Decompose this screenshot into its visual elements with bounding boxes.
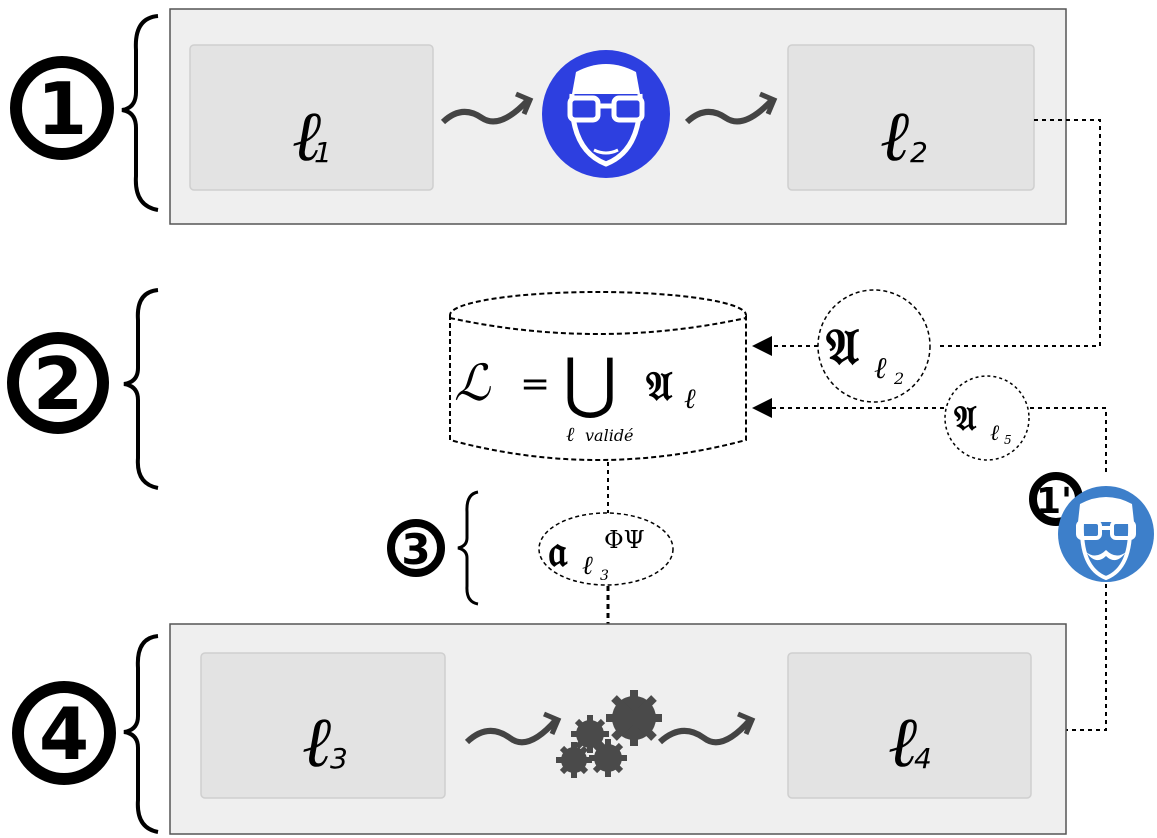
stage-1-left-box: [189, 44, 434, 191]
bubble-a-l5-ell: ℓ: [990, 421, 1000, 446]
l2-subscript: 2: [910, 136, 928, 169]
bubble-a-l2-frak: 𝔄: [826, 317, 860, 376]
database-cylinder: [449, 291, 747, 461]
bubble-a-l2-num: 2: [893, 369, 904, 388]
db-under-text: validé: [585, 426, 634, 445]
l4-symbol: ℓ: [888, 701, 917, 783]
db-under-ell: ℓ: [566, 422, 575, 446]
db-formula-frak: 𝔄: [646, 363, 673, 410]
squiggle-arrow-4: [657, 718, 753, 746]
bubble-a-l3-ell: ℓ: [582, 551, 593, 581]
bubble-a-l5-num: 5: [1004, 433, 1012, 447]
operator-1prime-marker: 1': [1029, 472, 1083, 526]
stage-4-right-box: [787, 652, 1032, 799]
db-formula-equals: =: [520, 364, 550, 405]
step-2-brace: [123, 288, 159, 490]
bubble-a-l3-num: 3: [600, 568, 609, 584]
step-4-marker: 4: [12, 681, 116, 785]
l3-subscript: 3: [330, 742, 348, 775]
bubble-a-l3: 𝔞 ℓ 3 ΦΨ: [538, 512, 674, 586]
db-formula-lhs: ℒ: [454, 354, 491, 412]
l2-symbol: ℓ: [880, 95, 909, 177]
step-1-label: 1: [37, 67, 87, 151]
db-formula-union: ⋃: [563, 344, 617, 421]
connector-l5-top: [1030, 407, 1107, 474]
stage-1-right-box: [787, 44, 1035, 191]
bubble-a-l5: 𝔄 ℓ 5: [944, 375, 1030, 461]
step-4-label: 4: [39, 692, 89, 776]
l1-subscript: 1: [314, 136, 332, 169]
step-2-marker: 2: [7, 332, 109, 434]
step-2-label: 2: [33, 342, 83, 426]
connector-l2-to-db: [936, 119, 1101, 347]
stage-4-left-box: [200, 652, 446, 799]
gears-icon: [556, 690, 662, 778]
step-4-brace: [123, 634, 159, 834]
squiggle-arrow-2: [684, 97, 775, 125]
mustache-goggles-person-icon: [1058, 486, 1154, 582]
step-3-brace: [457, 490, 479, 606]
l4-subscript: 4: [914, 742, 932, 775]
bubble-a-l3-sup: ΦΨ: [604, 526, 645, 554]
bubble-a-l3-frak: 𝔞: [548, 526, 568, 577]
step-3-marker: 3: [387, 519, 445, 577]
bubble-a-l2-ell: ℓ: [874, 351, 887, 386]
step-1-marker: 1: [10, 56, 114, 160]
step-1-brace: [121, 14, 159, 212]
l3-symbol: ℓ: [302, 701, 331, 783]
l1-symbol: ℓ: [292, 95, 321, 177]
step-3-label: 3: [401, 525, 430, 574]
bubble-a-l5-frak: 𝔄: [954, 399, 977, 439]
squiggle-arrow-3: [464, 718, 559, 746]
db-formula-frak-sub: ℓ: [684, 382, 696, 415]
squiggle-arrow-1: [440, 97, 531, 125]
safety-goggles-person-icon: [542, 50, 670, 178]
bubble-a-l2: 𝔄 ℓ 2: [817, 289, 931, 403]
